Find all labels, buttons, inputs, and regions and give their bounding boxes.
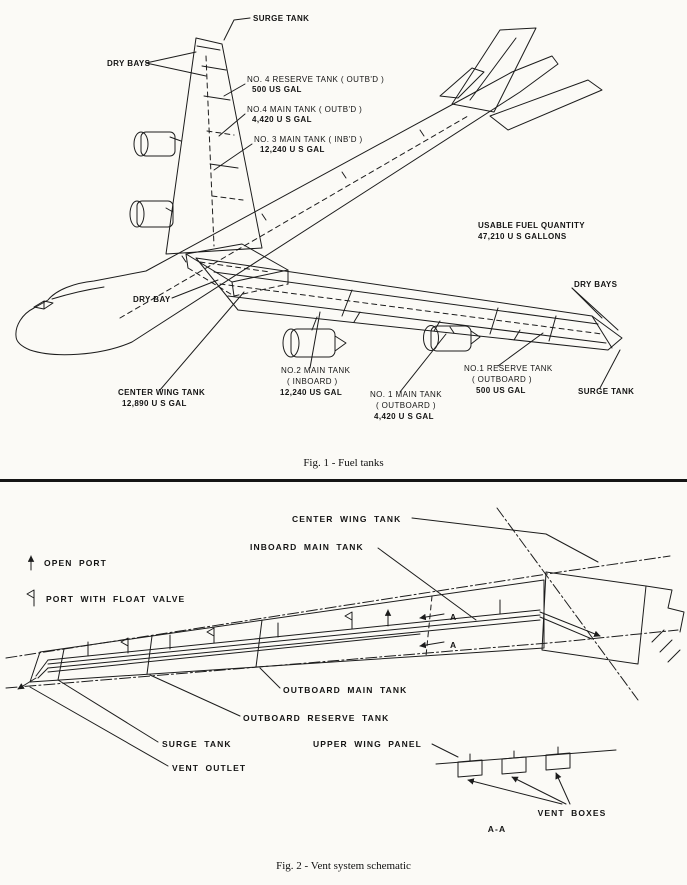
label-inboard-main-tank: INBOARD MAIN TANK	[250, 542, 364, 552]
label-no4-main-name: NO.4 MAIN TANK ( OUTB'D )	[247, 105, 362, 114]
label-vent-boxes: VENT BOXES	[538, 808, 607, 818]
left-wing	[165, 37, 263, 255]
center-wing-tank-structure	[539, 571, 685, 665]
label-section-a-top: A	[450, 612, 457, 622]
fig2-labels: CENTER WING TANK INBOARD MAIN TANK OPEN …	[44, 514, 607, 834]
label-no4-reserve-name: NO. 4 RESERVE TANK ( OUTB'D )	[247, 75, 384, 84]
right-wing	[195, 257, 623, 351]
label-no2-main-1: NO.2 MAIN TANK	[281, 366, 351, 375]
label-no1-main-2: ( OUTBOARD )	[376, 401, 436, 410]
section-aa-detail	[435, 746, 617, 778]
vent-box-2	[501, 756, 527, 775]
label-port-with-float-valve: PORT WITH FLOAT VALVE	[46, 594, 185, 604]
label-usable-fuel-1: USABLE FUEL QUANTITY	[478, 221, 585, 230]
wing-phantom-lines	[5, 507, 679, 701]
cockpit-windows	[33, 300, 54, 310]
upper-deck-line	[51, 286, 105, 300]
fig2-vent-system-diagram: CENTER WING TANK INBOARD MAIN TANK OPEN …	[5, 507, 685, 834]
label-no3-main-qty: 12,240 U S GAL	[260, 145, 325, 154]
label-no2-main-2: ( INBOARD )	[287, 377, 338, 386]
label-outboard-main-tank: OUTBOARD MAIN TANK	[283, 685, 407, 695]
right-stabilizer	[489, 79, 603, 131]
label-open-port: OPEN PORT	[44, 558, 107, 568]
vent-box-3	[545, 752, 571, 771]
label-dry-bays-right: DRY BAYS	[574, 280, 618, 289]
rudder-line	[469, 37, 517, 101]
label-center-wing-qty: 12,890 U S GAL	[122, 399, 187, 408]
label-dry-bay: DRY BAY	[133, 295, 171, 304]
label-no4-main-qty: 4,420 U S GAL	[252, 115, 312, 124]
label-center-wing-name: CENTER WING TANK	[118, 388, 205, 397]
label-no1-main-qty: 4,420 U S GAL	[374, 412, 434, 421]
engine-pod-no4	[133, 131, 182, 157]
engine-pod-no2	[282, 316, 347, 358]
vent-box-1	[457, 759, 483, 778]
door-marks	[181, 129, 425, 263]
label-no2-main-qty: 12,240 US GAL	[280, 388, 342, 397]
label-no1-reserve-qty: 500 US GAL	[476, 386, 526, 395]
fuselage	[15, 55, 559, 356]
window-line	[119, 115, 469, 319]
aircraft-drawing	[15, 27, 623, 358]
fig2-leader-lines	[29, 517, 599, 805]
vent-schematic-drawing	[5, 507, 685, 805]
section-divider-rule	[0, 479, 687, 482]
label-no1-main-1: NO. 1 MAIN TANK	[370, 390, 442, 399]
wing-outline	[29, 579, 545, 683]
label-surge-tank-right: SURGE TANK	[578, 387, 634, 396]
label-surge-tank: SURGE TANK	[162, 739, 232, 749]
engine-pod-no1	[423, 325, 481, 352]
label-no4-reserve-qty: 500 US GAL	[252, 85, 302, 94]
float-valve-port-symbol	[26, 589, 35, 607]
section-cut-arrows	[419, 613, 445, 649]
left-stabilizer	[439, 67, 485, 99]
fig1-fuel-tanks-diagram: SURGE TANK DRY BAYS NO. 4 RESERVE TANK (…	[15, 14, 634, 421]
fig1-leader-lines	[145, 17, 621, 393]
label-outboard-reserve-tank: OUTBOARD RESERVE TANK	[243, 713, 389, 723]
fig1-caption: Fig. 1 - Fuel tanks	[303, 457, 384, 469]
fig1-labels: SURGE TANK DRY BAYS NO. 4 RESERVE TANK (…	[107, 14, 634, 421]
engine-pod-no3	[129, 200, 174, 228]
label-usable-fuel-2: 47,210 U S GALLONS	[478, 232, 567, 241]
label-no1-reserve-1: NO.1 RESERVE TANK	[464, 364, 553, 373]
label-no3-main-name: NO. 3 MAIN TANK ( INB'D )	[254, 135, 363, 144]
vertical-fin	[451, 27, 537, 113]
label-surge-tank-top: SURGE TANK	[253, 14, 309, 23]
tank-divider-lines	[57, 595, 433, 681]
label-section-aa: A-A	[488, 824, 506, 834]
label-upper-wing-panel: UPPER WING PANEL	[313, 739, 422, 749]
fig2-caption: Fig. 2 - Vent system schematic	[276, 860, 411, 872]
vent-outlet-arrow	[17, 677, 37, 690]
vent-port-symbols	[87, 599, 501, 657]
vent-duct-lines	[35, 609, 541, 679]
label-vent-outlet: VENT OUTLET	[172, 763, 246, 773]
label-no1-reserve-2: ( OUTBOARD )	[472, 375, 532, 384]
label-section-a-bottom: A	[450, 640, 457, 650]
label-dry-bays-left: DRY BAYS	[107, 59, 151, 68]
label-center-wing-tank: CENTER WING TANK	[292, 514, 401, 524]
